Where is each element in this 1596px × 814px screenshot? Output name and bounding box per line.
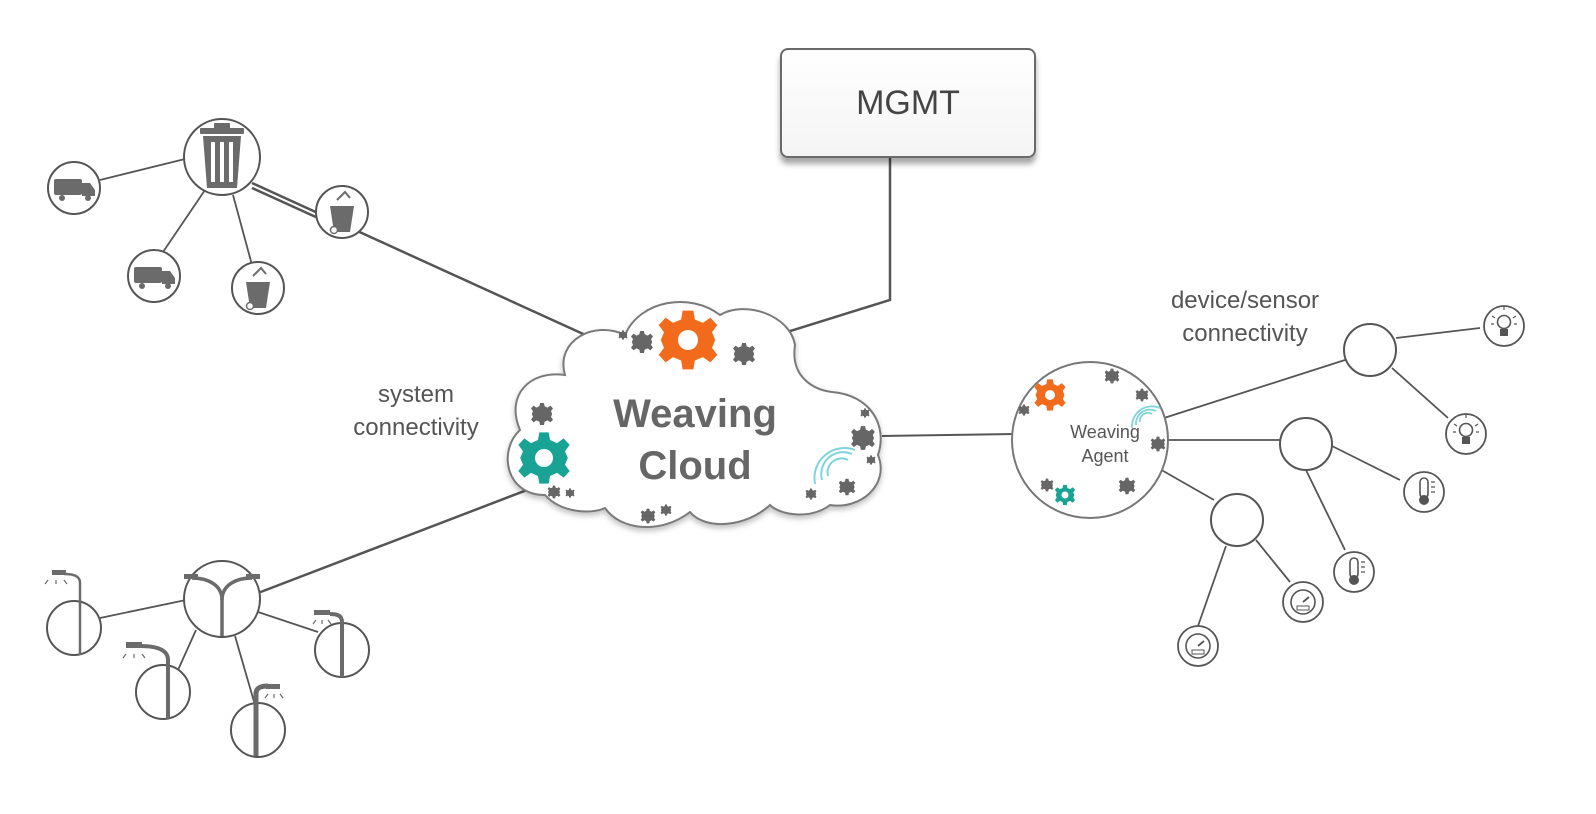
cloud-title-line1: Weaving [613, 392, 777, 436]
wheelie-bin-icon [315, 185, 369, 239]
gear-icon [838, 478, 856, 496]
gear-icon [733, 343, 755, 365]
gear-icon [547, 485, 561, 499]
waste-cluster [47, 118, 369, 315]
trash-can-icon [183, 118, 261, 196]
thermometer-icon [1333, 551, 1375, 593]
street-lamp-icon [312, 610, 370, 678]
gear-icon [1018, 404, 1030, 416]
connection-lines [251, 156, 1016, 595]
mgmt-box: MGMT [780, 48, 1036, 158]
link-cloud-agent [881, 433, 1016, 437]
gear-icon [531, 403, 553, 425]
device-connectivity-label: device/sensor connectivity [1150, 284, 1340, 350]
gear-icon [1135, 388, 1149, 402]
weaving-cloud [506, 301, 882, 529]
street-lamp-icon [122, 642, 191, 720]
gear-icon [618, 330, 628, 340]
double-street-lamp-icon [183, 560, 261, 638]
cloud-title-line2: Cloud [638, 444, 752, 488]
sensor-hub [1343, 323, 1397, 377]
sensor-cluster [1177, 305, 1525, 667]
gear-icon [631, 331, 653, 353]
lamp-cluster [44, 560, 370, 758]
cloud-gears [518, 310, 876, 524]
gauge-meter-icon [1282, 581, 1324, 623]
gear-icon [866, 455, 876, 465]
gear-icon [1104, 368, 1120, 384]
agent-title-line2: Agent [1081, 446, 1129, 466]
gear-icon [851, 426, 875, 450]
sensor-hub [1210, 493, 1264, 547]
sensor-hub [1279, 417, 1333, 471]
system-label-line1: system [377, 381, 454, 408]
gear-icon [1118, 477, 1136, 495]
garbage-truck-icon [127, 249, 181, 303]
cloud-shape [506, 301, 882, 529]
cloud-wifi-waves [813, 447, 856, 485]
mgmt-label: MGMT [856, 83, 960, 122]
link-lamps-cloud [257, 488, 528, 595]
street-lamp-icon [44, 570, 102, 656]
link-trash-cloud [251, 181, 593, 340]
garbage-truck-icon [47, 161, 101, 215]
wheelie-bin-icon [231, 261, 285, 315]
link-mgmt-cloud [757, 156, 892, 343]
street-lamp-icon [230, 683, 286, 758]
weaving-agent [1011, 361, 1169, 519]
gear-icon [640, 508, 656, 524]
system-connectivity-label: system connectivity [336, 378, 496, 444]
gear-icon [1040, 478, 1054, 492]
agent-title: Weaving Agent [1030, 420, 1180, 468]
gauge-meter-icon [1177, 625, 1219, 667]
cloud-title: Weaving Cloud [560, 388, 830, 492]
gear-icon [660, 504, 672, 516]
agent-wifi-waves [1131, 405, 1161, 429]
device-label-line2: connectivity [1182, 320, 1308, 347]
spoke-lines [99, 158, 1481, 706]
agent-title-line1: Weaving [1070, 422, 1140, 442]
thermometer-icon [1403, 471, 1445, 513]
light-bulb-icon [1483, 305, 1525, 347]
device-label-line1: device/sensor [1170, 287, 1320, 314]
light-bulb-icon [1445, 413, 1487, 455]
gear-icon [860, 408, 870, 418]
system-label-line2: connectivity [353, 414, 479, 441]
